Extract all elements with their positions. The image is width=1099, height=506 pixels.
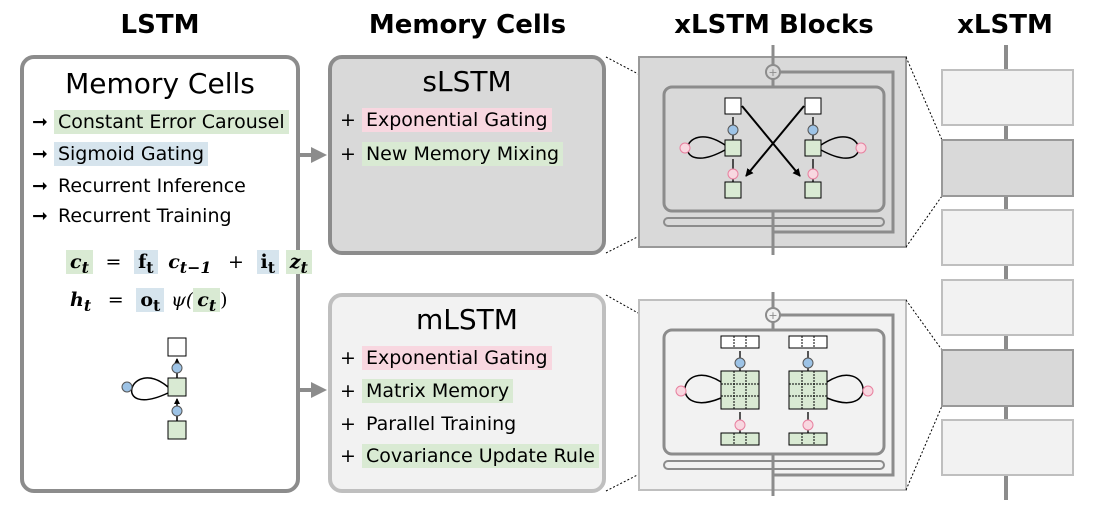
lstm-feature-label: Recurrent Training — [57, 205, 232, 227]
arrow-icon: ➞ — [32, 175, 48, 197]
xlstm-stack-block — [941, 209, 1074, 266]
plus-icon: + — [340, 143, 356, 165]
mlstm-block-diagram: + — [638, 292, 907, 496]
lstm-feature-label: Recurrent Inference — [57, 175, 246, 197]
slstm-block-diagram: + — [638, 45, 907, 255]
lstm-feature: ➞ Recurrent Inference — [32, 175, 250, 197]
slstm-feature: + New Memory Mixing — [340, 142, 564, 166]
arrow-icon: ➞ — [32, 111, 48, 133]
arrow-to-mlstm — [300, 382, 327, 398]
formula-term: ft — [134, 250, 158, 277]
plus-icon: + — [340, 380, 356, 402]
header-lstm: LSTM — [120, 10, 200, 40]
xlstm-stack-block — [941, 419, 1074, 476]
formula-term: ht — [70, 289, 92, 315]
mlstm-feature: + Covariance Update Rule — [340, 444, 599, 468]
formula-hidden-state: ht = ot ψ(ct) — [66, 288, 228, 315]
mlstm-feature: + Matrix Memory — [340, 379, 514, 403]
slstm-panel: sLSTM + Exponential Gating + New Memory … — [328, 55, 606, 255]
formula-term: it — [256, 250, 280, 277]
lstm-panel-title: Memory Cells — [65, 67, 255, 100]
mlstm-panel: mLSTM + Exponential Gating + Matrix Memo… — [328, 293, 606, 493]
slstm-feature-label: New Memory Mixing — [361, 142, 564, 166]
mlstm-feature-label: Parallel Training — [365, 413, 517, 435]
arrow-to-slstm — [300, 147, 327, 163]
svg-text:+: + — [768, 309, 777, 322]
formula-term: ct — [193, 288, 221, 315]
mlstm-feature: + Exponential Gating — [340, 346, 552, 370]
lstm-feature: ➞ Sigmoid Gating — [32, 142, 209, 166]
mlstm-panel-title: mLSTM — [416, 303, 518, 336]
lstm-feature: ➞ Constant Error Carousel — [32, 110, 289, 134]
mlstm-feature-label: Matrix Memory — [361, 379, 514, 403]
formula-term: ct−1 — [168, 251, 212, 277]
plus-icon: + — [340, 109, 356, 131]
lstm-cell-diagram — [121, 337, 187, 440]
mlstm-feature-label: Exponential Gating — [361, 346, 552, 370]
xlstm-stack-block — [941, 139, 1074, 197]
lstm-memory-cells-panel: Memory Cells ➞ Constant Error Carousel ➞… — [20, 55, 312, 493]
xlstm-stack-block — [941, 349, 1074, 407]
plus-icon: + — [340, 445, 356, 467]
header-xlstm: xLSTM — [957, 10, 1053, 40]
lstm-feature-label: Sigmoid Gating — [53, 142, 209, 166]
slstm-panel-title: sLSTM — [422, 65, 512, 98]
mlstm-feature: + Parallel Training — [340, 413, 520, 435]
slstm-feature: + Exponential Gating — [340, 108, 552, 132]
formula-term: zt — [285, 250, 312, 277]
plus-icon: + — [340, 413, 356, 435]
arrow-icon: ➞ — [32, 143, 48, 165]
header-xlstm-blocks: xLSTM Blocks — [674, 10, 874, 40]
xlstm-stack-block — [941, 69, 1074, 126]
lstm-feature: ➞ Recurrent Training — [32, 205, 236, 227]
mlstm-feature-label: Covariance Update Rule — [361, 444, 599, 468]
arrow-icon: ➞ — [32, 205, 48, 227]
lstm-feature-label: Constant Error Carousel — [53, 110, 289, 134]
formula-cell-state: ct = ft ct−1 + it zt — [66, 250, 312, 277]
slstm-feature-label: Exponential Gating — [361, 108, 552, 132]
formula-term: ot — [136, 288, 165, 315]
plus-icon: + — [340, 347, 356, 369]
header-memory-cells: Memory Cells — [368, 10, 567, 40]
xlstm-stack — [941, 45, 1074, 500]
formula-term: ct — [66, 250, 93, 277]
xlstm-stack-block — [941, 279, 1074, 336]
svg-text:+: + — [768, 66, 777, 79]
